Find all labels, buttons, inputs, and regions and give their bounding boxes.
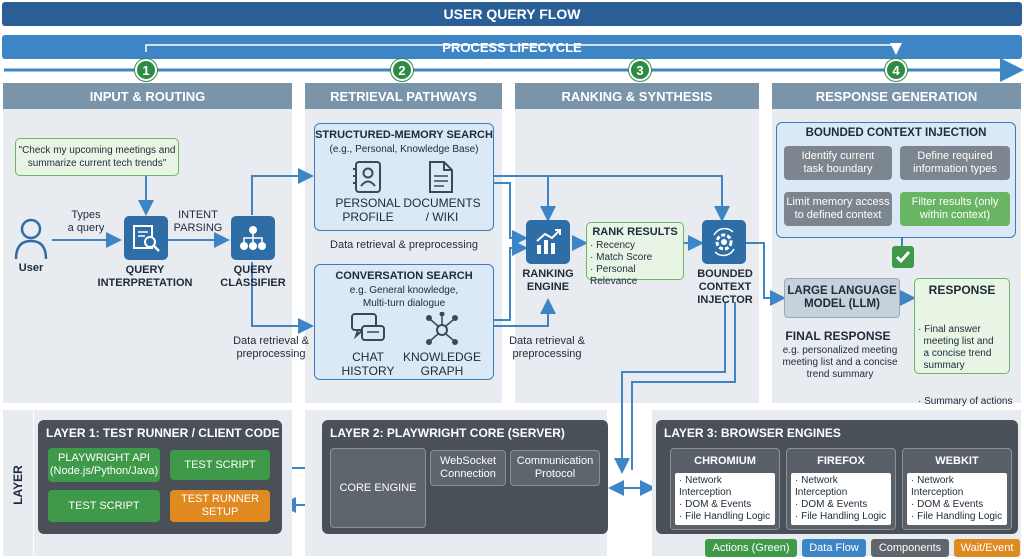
layer-2-title: LAYER 2: PLAYWRIGHT CORE (SERVER) (330, 426, 565, 440)
final-response-title: FINAL RESPONSE (785, 329, 891, 343)
layer-side-label-wrap: LAYER (5, 460, 31, 510)
documents-wiki-label: DOCUMENTS / WIKI (403, 196, 481, 224)
rank-results-title: RANK RESULTS (592, 226, 678, 238)
context-injector-label: BOUNDED CONTEXT INJECTOR (697, 268, 753, 306)
personal-profile-icon (352, 160, 386, 194)
layer-3-title: LAYER 3: BROWSER ENGINES (664, 426, 841, 440)
legend-components: Components (871, 539, 949, 557)
rank-item: · Recency (590, 240, 636, 251)
user-query-note: "Check my upcoming meetings and summariz… (15, 138, 179, 176)
query-interpretation-label: QUERY INTERPRETATION (97, 264, 193, 289)
query-interpretation-icon (124, 216, 168, 260)
browser-name: WEBKIT (935, 455, 979, 467)
feature-item: · Network Interception (795, 475, 848, 498)
data-retrieval-left-label: Data retrieval & preprocessing (233, 335, 309, 360)
documents-icon (424, 160, 458, 194)
column-input-header: INPUT & ROUTING (3, 83, 292, 109)
structured-memory-subtitle: (e.g., Personal, Knowledge Base) (329, 144, 479, 155)
structured-memory-search-box (314, 123, 494, 231)
legend-actions: Actions (Green) (705, 539, 797, 557)
rank-results-box (586, 222, 684, 280)
column-ranking-header: RANKING & SYNTHESIS (515, 83, 759, 109)
feature-item: · File Handling Logic (911, 511, 1003, 522)
user-icon (12, 217, 50, 261)
rank-item: · Personal Relevance (590, 264, 638, 287)
bci-chip-identify: Identify current task boundary (784, 146, 892, 180)
llm-label: LARGE LANGUAGE MODEL (LLM) (787, 285, 897, 310)
response-box (914, 278, 1010, 374)
browser-features: · Network Interception · DOM & Events · … (791, 473, 891, 525)
intent-parsing-label: INTENT PARSING (173, 209, 223, 234)
bci-chip-define: Define required information types (900, 146, 1010, 180)
legend-data-flow: Data Flow (802, 539, 866, 557)
feature-item: · Network Interception (911, 475, 964, 498)
context-injector-icon (702, 220, 746, 264)
feature-item: · File Handling Logic (795, 511, 887, 522)
test-script-button-2[interactable]: TEST SCRIPT (48, 490, 160, 522)
structured-memory-title: STRUCTURED-MEMORY SEARCH (315, 129, 493, 141)
step-4-badge: 4 (885, 59, 907, 81)
ranking-engine-label: RANKING ENGINE (522, 268, 574, 293)
step-3-badge: 3 (629, 59, 651, 81)
legend-wait-event: Wait/Event (954, 539, 1020, 557)
types-query-label: Types a query (67, 209, 105, 234)
response-item: · Final answer meeting list and a concis… (918, 324, 994, 371)
playwright-api-button[interactable]: PLAYWRIGHT API (Node.js/Python/Java) (48, 448, 160, 482)
bci-title: BOUNDED CONTEXT INJECTION (805, 127, 987, 139)
browser-firefox: FIREFOX · Network Interception · DOM & E… (786, 448, 896, 530)
conversation-search-box (314, 264, 494, 380)
response-list: · Final answer meeting list and a concis… (918, 300, 1013, 420)
personal-profile-label: PERSONAL PROFILE (335, 196, 401, 224)
test-runner-setup-button[interactable]: TEST RUNNER SETUP (170, 490, 270, 522)
bci-chip-limit: Limit memory access to defined context (784, 192, 892, 226)
feature-item: · DOM & Events (679, 499, 752, 510)
test-script-button-1[interactable]: TEST SCRIPT (170, 450, 270, 480)
browser-webkit: WEBKIT · Network Interception · DOM & Ev… (902, 448, 1012, 530)
conversation-search-title: CONVERSATION SEARCH (335, 270, 473, 282)
data-retrieval-mid-label: Data retrieval & preprocessing (330, 239, 478, 251)
user-label: User (18, 262, 44, 274)
feature-item: · File Handling Logic (679, 511, 771, 522)
communication-protocol-box: Communication Protocol (510, 450, 600, 486)
header-title: USER QUERY FLOW (2, 2, 1022, 26)
checkmark-icon (892, 246, 914, 268)
core-engine-box: CORE ENGINE (330, 448, 426, 528)
layer-side-bg (3, 410, 33, 556)
response-item: · Summary of actions (918, 396, 1013, 407)
data-retrieval-bottom-label: Data retrieval & preprocessing (509, 335, 585, 360)
feature-item: · DOM & Events (911, 499, 984, 510)
conversation-search-subtitle: e.g. General knowledge, Multi-turn dialo… (349, 285, 459, 309)
browser-name: FIREFOX (817, 455, 865, 467)
chat-history-icon (350, 312, 386, 346)
column-retrieval-header: RETRIEVAL PATHWAYS (305, 83, 502, 109)
feature-item: · Network Interception (679, 475, 732, 498)
query-classifier-icon (231, 216, 275, 260)
rank-item: · Match Score (590, 252, 653, 263)
knowledge-graph-label: KNOWLEDGE GRAPH (402, 350, 481, 378)
feature-item: · DOM & Events (795, 499, 868, 510)
browser-name: CHROMIUM (694, 455, 756, 467)
query-classifier-label: QUERY CLASSIFIER (220, 264, 286, 289)
llm-box: LARGE LANGUAGE MODEL (LLM) (784, 278, 900, 318)
ranking-engine-icon (526, 220, 570, 264)
column-response-header: RESPONSE GENERATION (772, 83, 1021, 109)
browser-features: · Network Interception · DOM & Events · … (907, 473, 1007, 525)
layer-side-label: LAYER (11, 465, 26, 505)
browser-features: · Network Interception · DOM & Events · … (675, 473, 775, 525)
final-response-subtitle: e.g. personalized meeting meeting list a… (782, 345, 898, 380)
step-2-badge: 2 (391, 59, 413, 81)
bci-chip-filter: Filter results (only within context) (900, 192, 1010, 226)
response-title: RESPONSE (928, 283, 996, 297)
websocket-box: WebSocket Connection (430, 450, 506, 486)
process-lifecycle-bar: PROCESS LIFECYCLE (2, 35, 1022, 59)
step-1-badge: 1 (135, 59, 157, 81)
browser-chromium: CHROMIUM · Network Interception · DOM & … (670, 448, 780, 530)
layer-1-title: LAYER 1: TEST RUNNER / CLIENT CODE (46, 426, 280, 440)
knowledge-graph-icon (424, 311, 460, 348)
rank-results-list: · Recency · Match Score · Personal Relev… (590, 240, 684, 288)
process-lifecycle-label: PROCESS LIFECYCLE (442, 39, 582, 55)
chat-history-label: CHAT HISTORY (341, 350, 395, 378)
